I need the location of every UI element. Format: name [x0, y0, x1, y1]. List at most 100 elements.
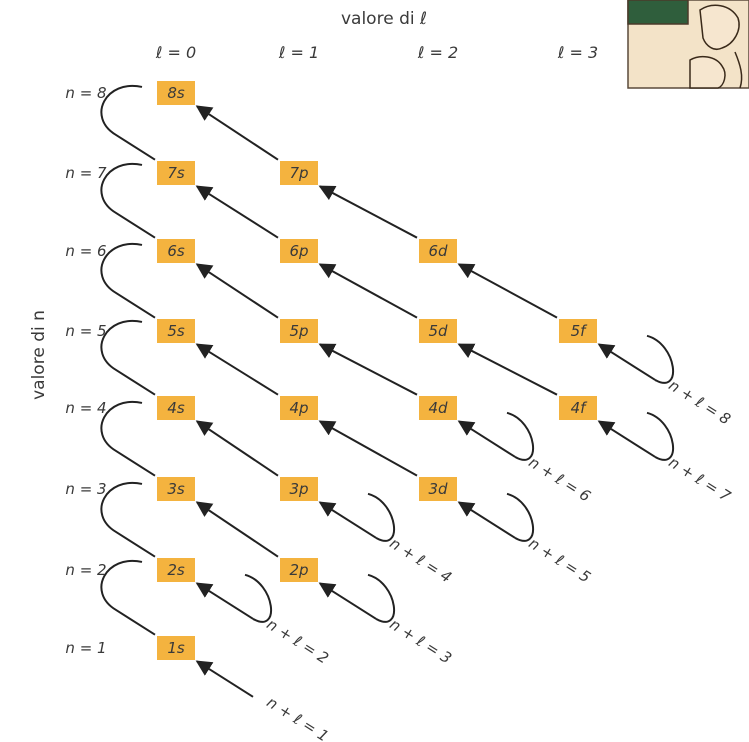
orbital-box-bg — [419, 319, 457, 343]
column-label-l1: ℓ = 1 — [278, 43, 319, 62]
turn-right-s4 — [367, 492, 396, 542]
orbital-label: 5f — [571, 322, 589, 340]
diagonal-paths — [100, 84, 675, 698]
turn-right-s8 — [646, 334, 675, 384]
orbital-label: 4s — [167, 399, 185, 417]
row-label-n7: n = 7 — [65, 164, 107, 182]
diagonal-label-2: n + ℓ = 2 — [264, 615, 332, 667]
diagonal-arrow-s4-to-3-1 — [318, 501, 377, 539]
orbital-box-3d: 3d — [419, 477, 457, 501]
column-labels: ℓ = 0 ℓ = 1 ℓ = 2 ℓ = 3 — [155, 43, 598, 62]
orbital-label: 7p — [289, 164, 308, 182]
diagonal-arrow-s8-to-7-1 — [318, 185, 418, 239]
diagonal-arrow-s8-to-5-3 — [597, 343, 656, 381]
orbital-box-5f: 5f — [559, 319, 597, 343]
orbital-box-5s: 5s — [157, 319, 195, 343]
orbital-label: 2s — [167, 561, 185, 579]
orbital-box-bg — [280, 239, 318, 263]
orbital-label: 4f — [571, 399, 589, 417]
orbital-box-5p: 5p — [280, 319, 318, 343]
diagonal-label-8: n + ℓ = 8 — [666, 376, 734, 428]
diagonal-label-5: n + ℓ = 5 — [526, 534, 594, 586]
column-axis-title: valore di ℓ — [341, 9, 427, 29]
turn-left-s2 — [100, 481, 156, 558]
row-label-n4: n = 4 — [65, 399, 106, 417]
turn-right-s6 — [506, 411, 535, 461]
diagonal-arrow-s1-to-1-0 — [195, 660, 254, 698]
teacher-illustration — [627, 0, 749, 89]
orbital-label: 6s — [167, 242, 185, 260]
orbital-label: 4p — [289, 399, 308, 417]
turn-left-s7 — [100, 84, 156, 161]
row-label-n8: n = 8 — [65, 84, 106, 102]
orbital-box-bg — [280, 161, 318, 185]
turn-left-s6 — [100, 162, 156, 239]
diagonal-label-7: n + ℓ = 7 — [666, 453, 735, 506]
turn-right-s5 — [506, 492, 535, 542]
orbital-box-bg — [559, 319, 597, 343]
column-label-l3: ℓ = 3 — [557, 43, 598, 62]
orbital-box-7p: 7p — [280, 161, 318, 185]
orbital-box-1s: 1s — [157, 636, 195, 660]
orbital-label: 6p — [289, 242, 308, 260]
diagonal-arrow-s5-to-3-2 — [457, 501, 516, 539]
orbital-box-4p: 4p — [280, 396, 318, 420]
orbital-box-bg — [157, 81, 195, 105]
orbital-label: 1s — [167, 639, 185, 657]
orbital-box-bg — [280, 558, 318, 582]
orbital-box-3s: 3s — [157, 477, 195, 501]
diagonal-arrow-s3-to-3-0 — [195, 501, 279, 558]
orbital-label: 5d — [428, 322, 448, 340]
row-labels: n = 8 n = 7 n = 6 n = 5 n = 4 n = 3 n = 2 n = 1 — [65, 84, 107, 657]
orbital-box-bg — [157, 477, 195, 501]
orbital-box-bg — [559, 396, 597, 420]
diagonal-arrow-s6-to-5-1 — [318, 343, 418, 396]
orbital-box-2s: 2s — [157, 558, 195, 582]
diagonal-arrow-s2-to-2-0 — [195, 582, 254, 620]
orbital-box-bg — [157, 558, 195, 582]
orbital-label: 3p — [289, 480, 308, 498]
orbital-box-5d: 5d — [419, 319, 457, 343]
diagonal-arrow-s5-to-4-1 — [318, 420, 418, 477]
orbital-box-bg — [157, 636, 195, 660]
diagonal-arrow-s7-to-5-2 — [457, 343, 558, 396]
diagonal-arrow-s4-to-4-0 — [195, 420, 279, 477]
orbital-box-bg — [280, 319, 318, 343]
diagonal-label-6: n + ℓ = 6 — [526, 453, 594, 505]
column-label-l0: ℓ = 0 — [155, 43, 196, 62]
turn-right-s3 — [367, 573, 396, 623]
orbital-box-bg — [280, 396, 318, 420]
orbital-box-bg — [157, 396, 195, 420]
orbital-label: 2p — [289, 561, 308, 579]
row-label-n1: n = 1 — [65, 639, 106, 657]
orbital-label: 6d — [428, 242, 448, 260]
orbital-label: 7s — [167, 164, 185, 182]
row-label-n3: n = 3 — [65, 480, 106, 498]
diagonal-arrow-s6-to-6-0 — [195, 263, 279, 319]
diagonal-label-1: n + ℓ = 1 — [264, 693, 332, 742]
row-label-n5: n = 5 — [65, 322, 106, 340]
orbital-box-4f: 4f — [559, 396, 597, 420]
orbital-box-4d: 4d — [419, 396, 457, 420]
turn-right-s7 — [646, 411, 675, 461]
diagonal-arrow-s3-to-2-1 — [318, 582, 377, 620]
orbital-box-6d: 6d — [419, 239, 457, 263]
row-label-n2: n = 2 — [65, 561, 106, 579]
orbital-box-bg — [419, 239, 457, 263]
row-axis-title: valore di n — [29, 310, 49, 400]
orbital-box-6s: 6s — [157, 239, 195, 263]
orbital-box-bg — [419, 396, 457, 420]
diagonal-arrow-s6-to-4-2 — [457, 420, 516, 458]
orbital-box-bg — [280, 477, 318, 501]
orbital-label: 4d — [428, 399, 448, 417]
row-label-n6: n = 6 — [65, 242, 106, 260]
orbital-label: 5p — [289, 322, 308, 340]
orbital-box-bg — [419, 477, 457, 501]
diagonal-arrow-s7-to-4-3 — [597, 420, 656, 458]
orbital-label: 3s — [167, 480, 185, 498]
orbital-box-bg — [157, 161, 195, 185]
diagonal-arrow-s5-to-5-0 — [195, 343, 279, 396]
column-label-l2: ℓ = 2 — [417, 43, 458, 62]
